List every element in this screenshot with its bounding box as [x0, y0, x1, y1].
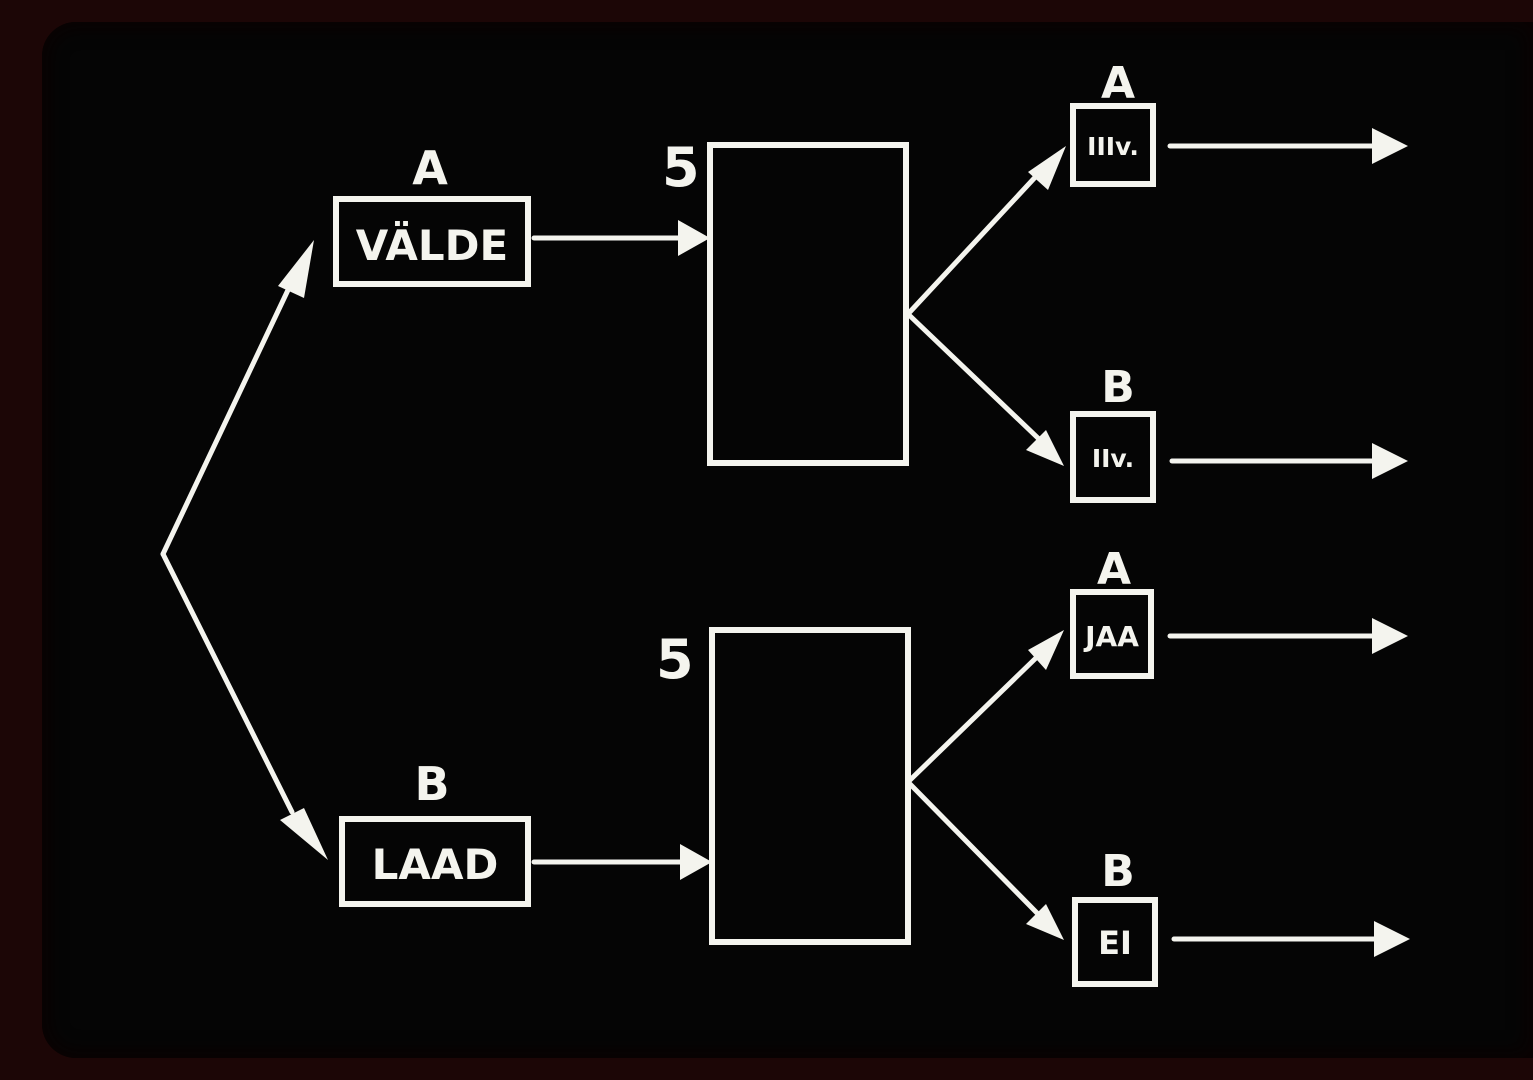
top-fan-up-arrowhead: [1028, 146, 1066, 190]
bottom-step-box: [709, 627, 911, 945]
bottom-step-number: 5: [656, 628, 694, 691]
top-step-box: [707, 142, 909, 466]
root-branch-down-arrowhead: [280, 808, 328, 860]
top-fan-down-arrowhead: [1026, 430, 1064, 466]
outcome-top-a-exit-arrowhead: [1372, 128, 1408, 164]
outcome-top-a-box: [1070, 103, 1156, 187]
outcome-bottom-b-letter: B: [1101, 846, 1135, 897]
option-b-box: [339, 816, 531, 907]
arrow-to-top-step-box-head: [678, 220, 710, 256]
outcome-bottom-a-label: JAA: [1083, 620, 1139, 653]
outcome-bottom-b-label: EI: [1098, 924, 1132, 962]
root-branch-up-arrowhead: [278, 240, 314, 298]
option-a-word: VÄLDE: [356, 220, 508, 270]
top-fan-up-arrow: [905, 169, 1043, 317]
root-branch-up-arrow: [160, 287, 291, 557]
root-branch-down-arrow: [160, 551, 295, 815]
outcome-bottom-a-exit-arrowhead: [1372, 618, 1408, 654]
outcome-top-b-label: IIv.: [1092, 444, 1134, 473]
arrow-to-bottom-step-box-head: [680, 844, 712, 880]
outcome-top-b-box: [1070, 411, 1156, 503]
top-fan-down-arrow: [905, 311, 1043, 443]
outcome-bottom-a-box: [1070, 589, 1154, 679]
bottom-fan-up-arrowhead: [1028, 630, 1064, 670]
bottom-fan-up-arrow: [905, 653, 1041, 785]
bottom-fan-down-arrow: [905, 779, 1041, 917]
decision-tree-diagram: A VÄLDE B LAAD 5 5 A IIIv. B IIv. A JAA …: [160, 58, 1410, 987]
outcome-top-a-label: IIIv.: [1087, 132, 1139, 161]
slide-background: A VÄLDE B LAAD 5 5 A IIIv. B IIv. A JAA …: [42, 22, 1533, 1058]
top-step-number: 5: [662, 136, 700, 199]
outcome-bottom-b-exit-arrowhead: [1374, 921, 1410, 957]
outcome-bottom-a-letter: A: [1097, 544, 1131, 595]
option-a-letter: A: [412, 141, 448, 195]
outcome-top-b-exit-arrowhead: [1372, 443, 1408, 479]
option-b-letter: B: [414, 757, 449, 811]
outcome-bottom-b-box: [1072, 897, 1158, 987]
outcome-top-b-letter: B: [1101, 362, 1135, 413]
bottom-fan-down-arrowhead: [1026, 904, 1064, 940]
option-a-box: [333, 196, 531, 287]
outcome-top-a-letter: A: [1101, 58, 1135, 109]
option-b-word: LAAD: [372, 840, 499, 889]
